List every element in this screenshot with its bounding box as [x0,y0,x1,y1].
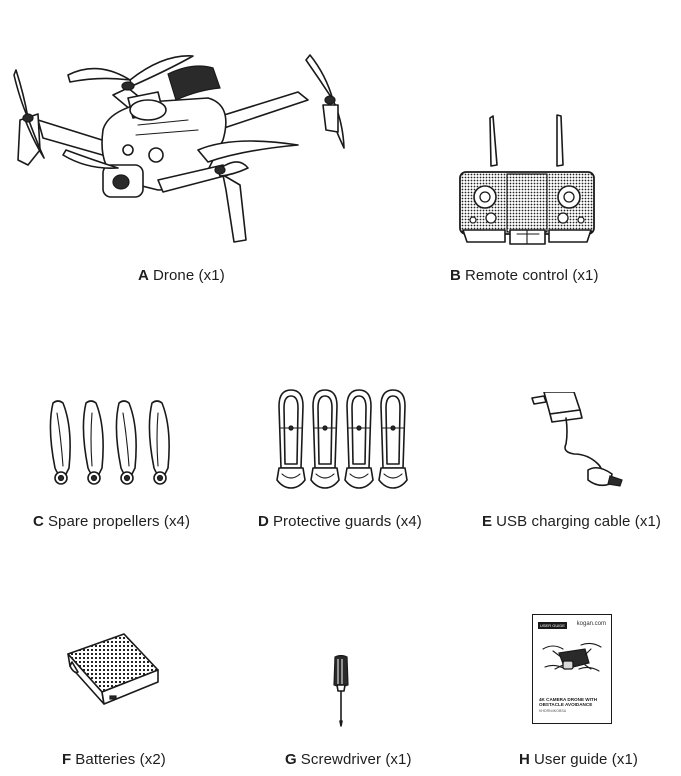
guide-code: KHDRN4KOBSA [539,709,567,713]
usb-cable-illustration [528,392,628,492]
propellers-icon [49,400,170,485]
screwdriver-icon [333,655,349,727]
guide-drone-icon [542,642,602,672]
battery-icon [67,633,159,705]
guards-icon [276,389,408,489]
guards-illustration [275,388,409,492]
user-guide-illustration: USER GUIDE kogan.com 4K CAMERA DRONE WIT… [532,614,612,724]
remote-control-icon [459,114,595,245]
propellers-illustration [45,398,175,490]
guide-title: 4K CAMERA DRONE WITH OBSTACLE AVOIDANCE [539,697,598,707]
screwdriver-illustration [329,655,353,727]
drone-illustration [8,50,358,250]
guide-brand: kogan.com [576,621,606,627]
usb-cable-icon [531,392,623,487]
drone-icon [13,54,345,243]
battery-illustration [62,632,162,712]
user-guide-icon: USER GUIDE kogan.com 4K CAMERA DRONE WIT… [533,615,611,723]
remote-illustration [455,110,603,250]
guide-tag: USER GUIDE [538,622,567,629]
